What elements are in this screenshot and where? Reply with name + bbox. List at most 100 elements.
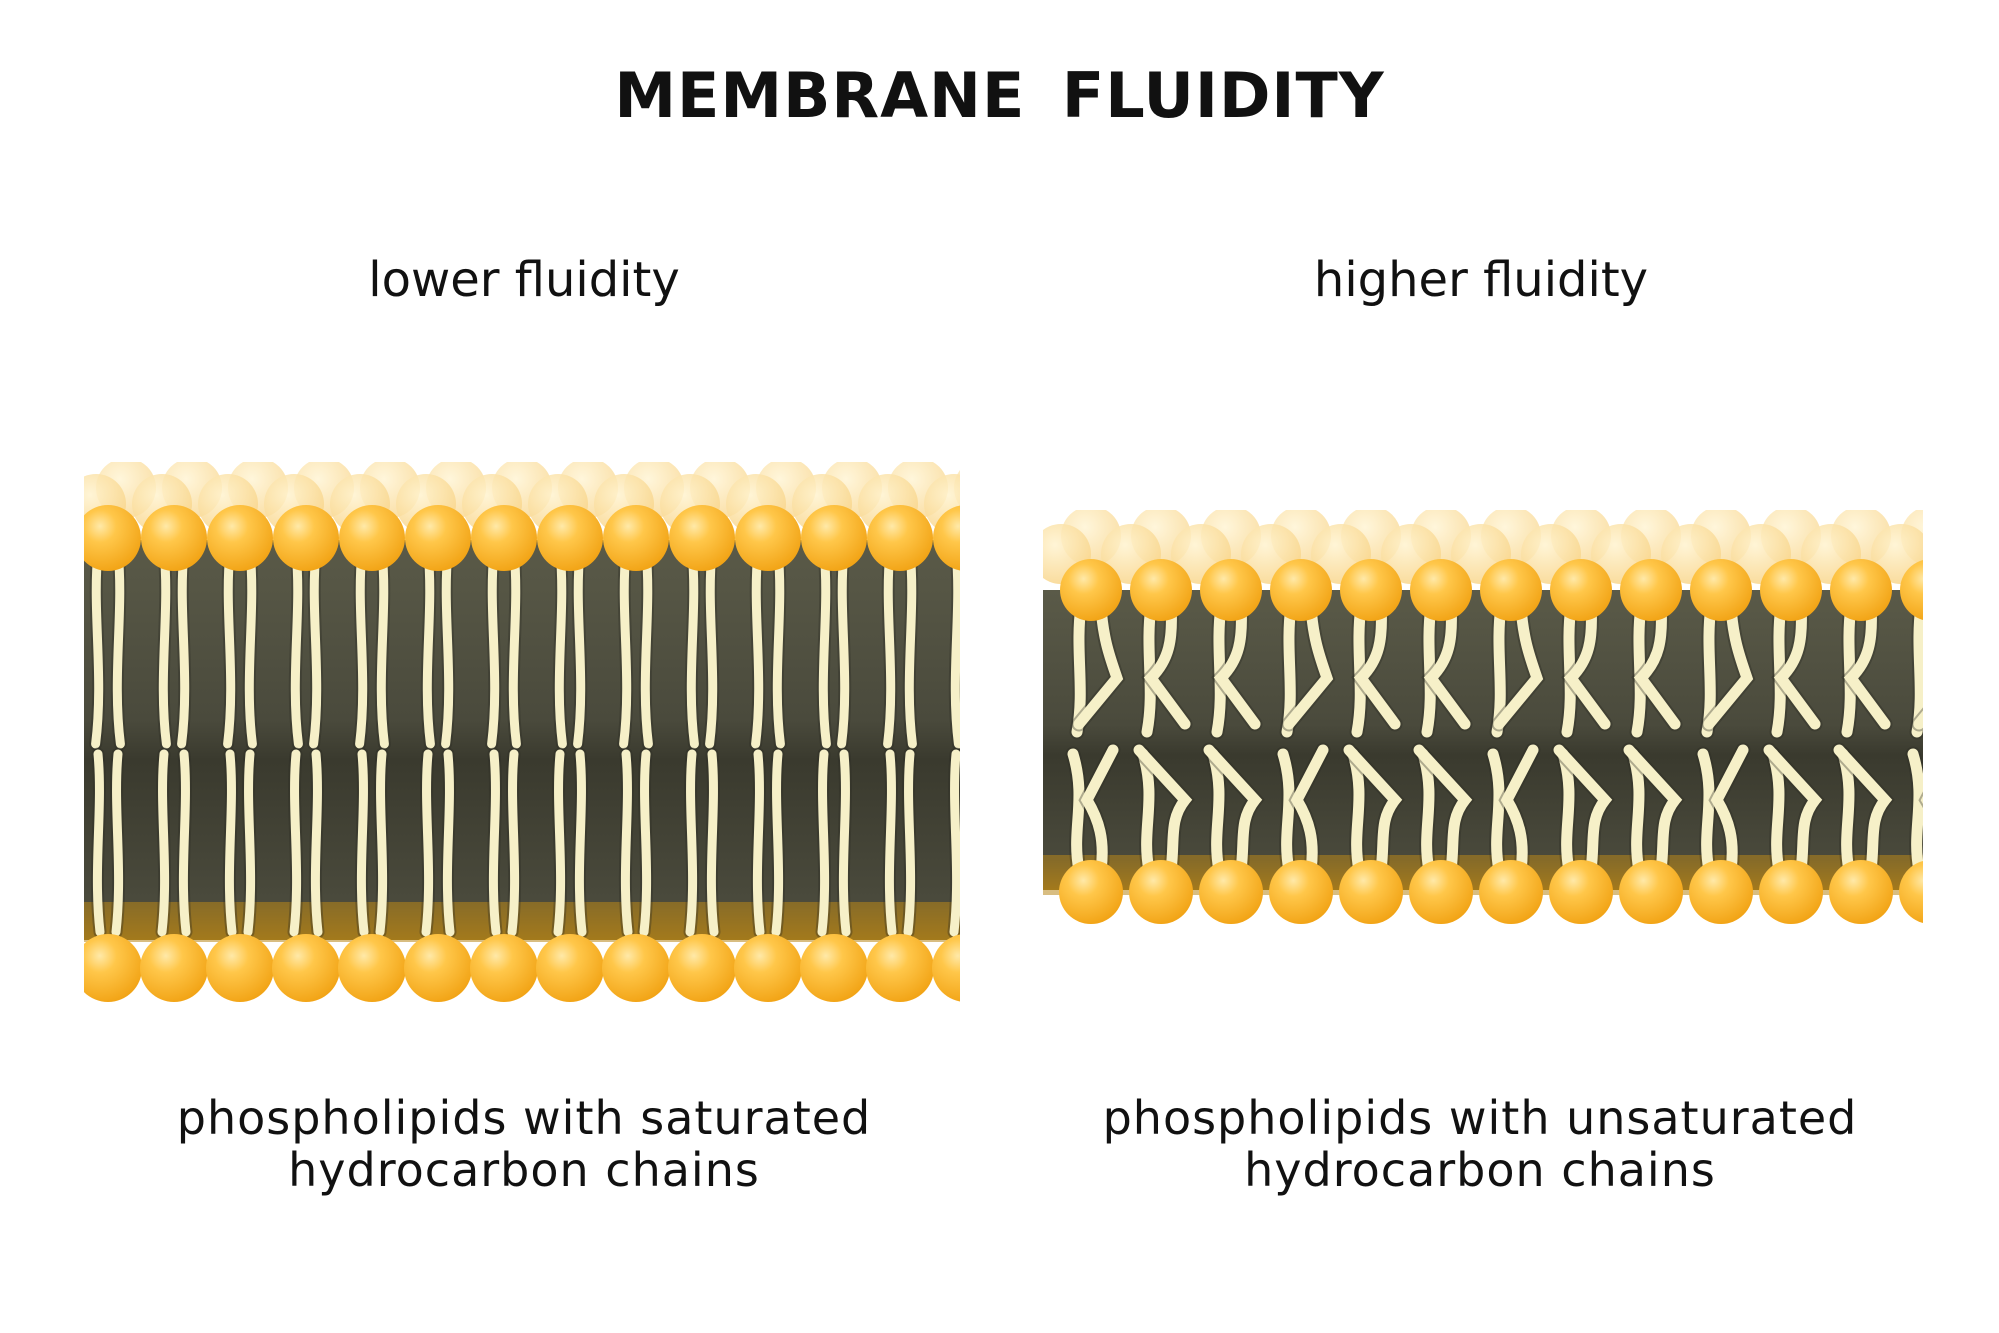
hydrocarbon-tail — [1487, 748, 1505, 876]
phospholipid-head — [800, 934, 868, 1002]
panel-heading-lower-fluidity: lower fluidity — [368, 252, 680, 308]
hydrocarbon-tail — [223, 547, 236, 749]
phospholipid-head — [932, 934, 960, 1002]
hydrocarbon-tail — [178, 749, 191, 937]
bilayer-saturated — [84, 462, 960, 1002]
hydrocarbon-tail — [508, 547, 521, 749]
caption-line: phospholipids with saturated — [176, 1091, 872, 1145]
hydrocarbon-tail — [573, 547, 586, 749]
hydrocarbon-tail — [1207, 748, 1225, 876]
phospholipid-head — [603, 505, 669, 571]
hydrocarbon-tail — [1347, 748, 1365, 876]
hydrocarbon-tail — [949, 749, 960, 937]
tail-layer — [1065, 598, 1923, 878]
hydrocarbon-tail — [488, 749, 501, 937]
phospholipid-head — [537, 505, 603, 571]
hydrocarbon-tail — [157, 749, 170, 937]
phospholipid-head — [1060, 559, 1122, 621]
phospholipid-head — [1270, 559, 1332, 621]
hydrocarbon-tail — [772, 547, 785, 749]
bilayer-unsaturated — [1043, 510, 1923, 924]
hydrocarbon-tail — [553, 749, 566, 937]
phospholipid-head — [735, 505, 801, 571]
phospholipid-head — [536, 934, 604, 1002]
hydrocarbon-tail — [1421, 600, 1437, 738]
hydrocarbon-tail — [309, 547, 322, 749]
phospholipid-head — [1899, 861, 1923, 923]
hydrocarbon-tail — [752, 749, 765, 937]
hydrocarbon-tail — [904, 547, 917, 749]
hydrocarbon-tail — [771, 749, 784, 937]
hydrocarbon-tail — [487, 547, 500, 749]
phospholipid-head — [404, 934, 472, 1002]
phospholipid-head — [1620, 559, 1682, 621]
phospholipid-head — [1689, 860, 1753, 924]
hydrocarbon-tail — [310, 749, 323, 937]
caption-line: hydrocarbon chains — [1244, 1143, 1716, 1197]
phospholipid-head — [1900, 560, 1923, 620]
hydrocarbon-tail — [375, 749, 388, 937]
phospholipid-head — [1200, 559, 1262, 621]
hydrocarbon-tail — [1767, 748, 1785, 876]
hydrocarbon-tail — [112, 547, 125, 749]
hydrocarbon-tail — [421, 749, 434, 937]
hydrocarbon-tail — [243, 749, 256, 937]
hydrocarbon-tail — [1203, 744, 1263, 876]
hydrocarbon-tail — [1771, 600, 1787, 738]
phospholipid-head — [141, 505, 207, 571]
phospholipid-head — [1759, 860, 1823, 924]
phospholipid-head — [1829, 860, 1893, 924]
hydrocarbon-tail — [1351, 600, 1367, 738]
phospholipid-head — [734, 934, 802, 1002]
caption-unsaturated-chains: phospholipids with unsaturated hydrocarb… — [1000, 1092, 1960, 1196]
hydrocarbon-tail — [619, 547, 632, 749]
hydrocarbon-tail — [1627, 748, 1645, 876]
hydrocarbon-tail — [883, 547, 896, 749]
hydrocarbon-tail — [356, 749, 369, 937]
unsaturated-bilayer-illustration — [1043, 510, 1923, 924]
hydrocarbon-tail — [1553, 744, 1613, 876]
phospholipid-head — [405, 505, 471, 571]
hydrocarbon-tail — [1557, 748, 1575, 876]
phospholipid-head — [339, 505, 405, 571]
phospholipid-head — [1549, 860, 1613, 924]
hydrocarbon-tail — [1631, 600, 1647, 738]
hydrocarbon-tail — [903, 749, 916, 937]
phospholipid-head — [338, 934, 406, 1002]
hydrocarbon-tail — [554, 547, 567, 749]
phospholipid-head — [272, 934, 340, 1002]
phospholipid-head — [84, 934, 142, 1002]
hydrocarbon-tail — [422, 547, 435, 749]
hydrocarbon-tail — [1907, 748, 1923, 876]
phospholipid-head — [1199, 860, 1263, 924]
hydrocarbon-tail — [1133, 744, 1193, 876]
hydrocarbon-tail — [1500, 744, 1539, 876]
phospholipid-head — [1830, 559, 1892, 621]
hydrocarbon-tail — [224, 749, 237, 937]
hydrocarbon-tail — [1067, 748, 1085, 876]
hydrocarbon-tail — [1833, 744, 1893, 876]
phospholipid-head — [1130, 559, 1192, 621]
hydrocarbon-tail — [686, 547, 699, 749]
page-title: MEMBRANE FLUIDITY — [614, 59, 1385, 132]
hydrocarbon-tail — [158, 547, 171, 749]
phospholipid-head — [1479, 860, 1543, 924]
hydrocarbon-tail — [289, 749, 302, 937]
phospholipid-head — [1340, 559, 1402, 621]
hydrocarbon-tail — [837, 547, 850, 749]
panel-heading-higher-fluidity: higher fluidity — [1313, 252, 1649, 308]
caption-line: hydrocarbon chains — [288, 1143, 760, 1197]
hydrocarbon-tail — [290, 547, 303, 749]
hydrocarbon-tail — [1710, 744, 1749, 876]
phospholipid-head — [1550, 559, 1612, 621]
phospholipid-head — [470, 934, 538, 1002]
hydrocarbon-tail — [884, 749, 897, 937]
hydrocarbon-tail — [1561, 600, 1577, 738]
hydrocarbon-tail — [177, 547, 190, 749]
hydrocarbon-tail — [818, 547, 831, 749]
phospholipid-head — [273, 505, 339, 571]
phospholipid-head — [602, 934, 670, 1002]
hydrocarbon-tail — [817, 749, 830, 937]
phospholipid-head — [1690, 559, 1752, 621]
tail-layer — [89, 545, 960, 939]
